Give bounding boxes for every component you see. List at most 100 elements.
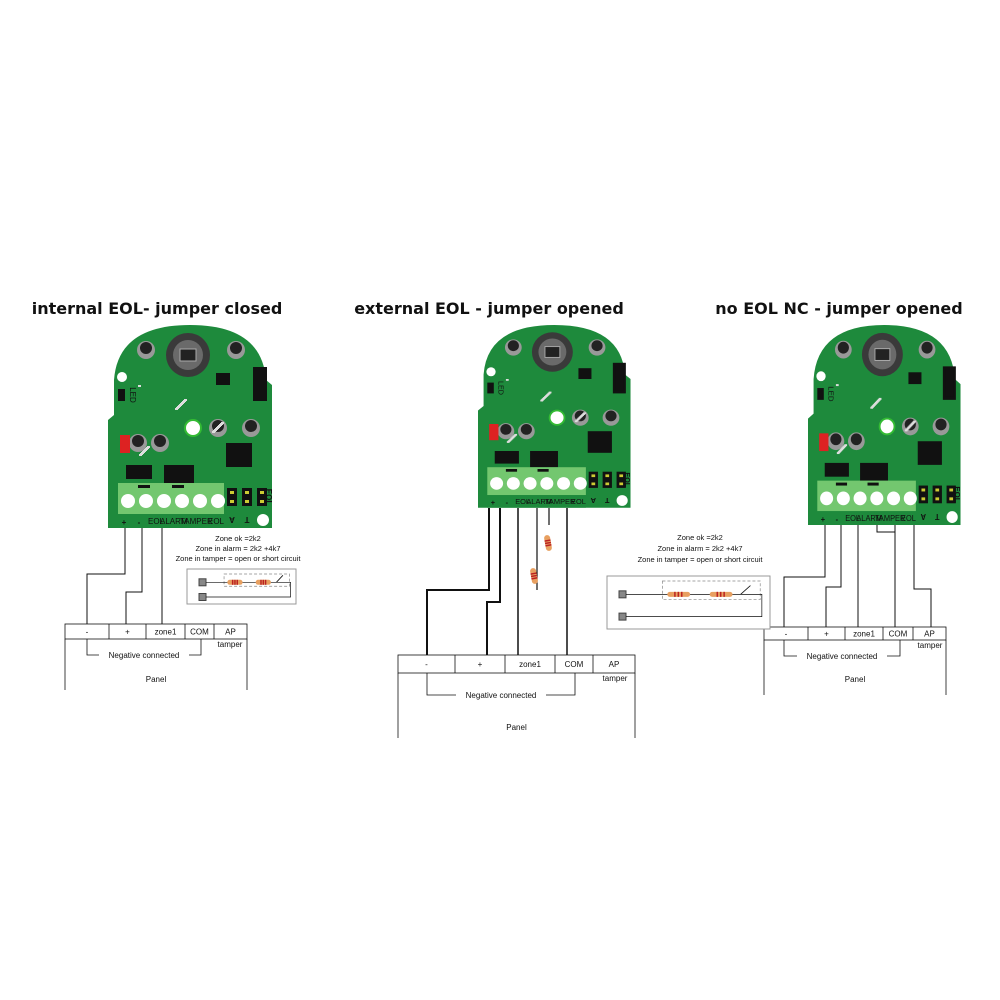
jumper-header — [932, 485, 942, 504]
resistor-band — [236, 579, 238, 585]
tamper-label: tamper — [603, 674, 628, 683]
terminal-screw — [887, 491, 901, 506]
panel-terminal-row — [397, 654, 636, 674]
terminal-screw — [836, 491, 850, 506]
jumper-pin — [935, 488, 940, 492]
terminal-label-minus: - — [836, 515, 839, 524]
mounting-hole — [878, 417, 896, 436]
jumper-label-t: T — [604, 496, 609, 505]
jumper-pin — [949, 497, 954, 501]
smd-component — [513, 434, 517, 437]
led-label: LED — [496, 381, 505, 395]
smd-component — [913, 420, 916, 423]
terminal-label-minus: - — [138, 518, 141, 527]
switch-contact — [740, 585, 751, 595]
resistor-band — [723, 591, 725, 597]
diagram-external-eol: external EOL - jumper openedLED+-EOLALAR… — [354, 299, 636, 738]
panel-cell-minus: - — [785, 630, 788, 639]
smd-component — [184, 399, 187, 401]
jumper-label-t: T — [244, 515, 249, 524]
terminal-label-eol-2: EOL — [901, 514, 916, 523]
jumper-pin — [245, 491, 249, 494]
smd-resistor — [867, 482, 879, 486]
terminal-screw — [175, 494, 189, 508]
resistor-icon — [709, 591, 733, 597]
smd-component — [147, 446, 150, 448]
smd-component — [870, 406, 874, 409]
capacitor-top — [132, 435, 144, 447]
capacitor-top — [245, 420, 257, 432]
jumper-pin — [245, 500, 249, 503]
smd-component — [514, 433, 518, 436]
smd-component — [904, 429, 908, 432]
panel-cell-zone1: zone1 — [155, 628, 177, 637]
resistor-band — [262, 579, 265, 585]
panel-cell-ap: AP — [924, 630, 935, 639]
red-component — [120, 435, 130, 453]
terminal-labels-strip — [487, 495, 586, 508]
terminal-screw-icon — [198, 593, 207, 601]
bracket-label-bg — [797, 651, 887, 661]
wire-minus — [125, 528, 143, 624]
panel-cell-plus: + — [478, 660, 483, 669]
panel-cell-plus: + — [824, 630, 829, 639]
resistor-band — [530, 574, 538, 578]
terminal-label-eol-2: EOL — [571, 497, 586, 506]
jumper-pin — [591, 474, 596, 478]
chip — [256, 370, 264, 398]
terminal-labels-strip — [118, 514, 224, 528]
wire-minus — [486, 508, 501, 655]
wire-tamper — [913, 525, 932, 627]
legend-zone-tamper: Zone in tamper = open or short circuit — [638, 555, 764, 564]
terminal-screw — [121, 494, 135, 508]
capacitor-top — [921, 341, 933, 354]
terminal-screw-icon — [618, 590, 627, 599]
panel-cell-plus: + — [125, 628, 130, 637]
terminal-screw — [211, 494, 225, 508]
smd-component — [838, 450, 842, 453]
terminal-screw — [870, 491, 884, 506]
terminal-label-tamper: TAMPER — [180, 517, 213, 526]
chip — [216, 373, 230, 385]
jumper-pin — [935, 497, 940, 501]
mounting-hole — [816, 371, 826, 382]
resistor-band — [674, 591, 676, 597]
resistor-band — [231, 579, 234, 585]
resistor-band — [264, 579, 267, 585]
negative-connected-label: Negative connected — [466, 691, 537, 700]
chip — [226, 443, 252, 467]
terminal-screw — [540, 477, 554, 490]
resistor-band — [544, 539, 551, 542]
capacitor-top — [140, 342, 152, 354]
jumper-label-t: T — [935, 512, 940, 521]
legend-zone-tamper: Zone in tamper = open or short circuit — [176, 554, 302, 563]
terminal-screw — [557, 477, 571, 490]
chip — [824, 462, 849, 477]
resistor-icon — [667, 591, 691, 597]
eol-dashed-box — [223, 573, 290, 587]
smd-component — [505, 379, 509, 381]
panel-cell-ap: AP — [225, 628, 236, 637]
smd-component — [875, 400, 879, 403]
jumper-header — [616, 471, 626, 488]
jumper-pin — [260, 491, 264, 494]
mounting-hole — [117, 372, 127, 382]
panel-label: Panel — [845, 675, 866, 684]
terminal-screw-icon — [198, 578, 207, 587]
terminal-label-tamper: TAMPER — [875, 514, 906, 523]
panel-terminal-row — [64, 623, 248, 640]
capacitor-top — [830, 433, 842, 446]
terminal-screw — [193, 494, 207, 508]
chip — [530, 451, 558, 468]
eol-dashed-box — [662, 580, 761, 600]
smd-component — [510, 437, 514, 440]
chip — [917, 441, 942, 465]
terminal-label-plus: + — [491, 498, 495, 507]
smd-component — [578, 416, 582, 419]
smd-component — [908, 425, 912, 428]
capacitor-top — [230, 342, 242, 354]
diagram-internal-eol: internal EOL- jumper closedLED+-EOLALARM… — [32, 299, 302, 690]
panel-cell-com: COM — [889, 630, 908, 639]
smd-component — [841, 447, 845, 450]
